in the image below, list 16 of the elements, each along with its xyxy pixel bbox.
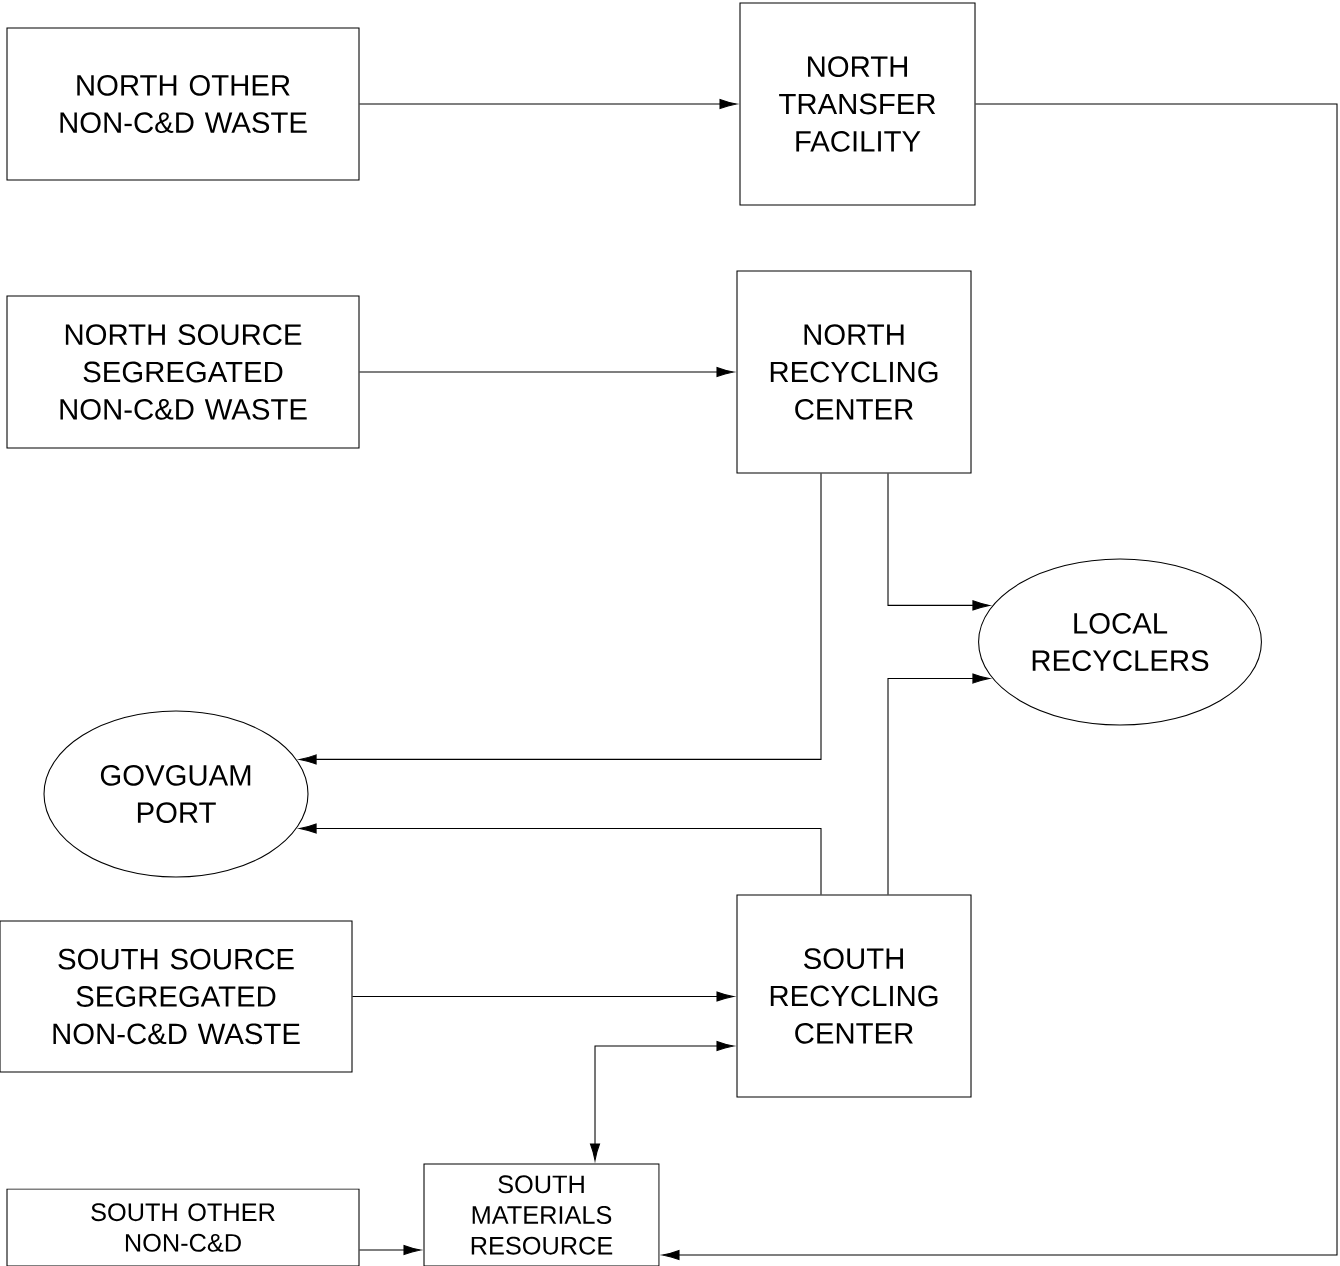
arrow xyxy=(589,1040,734,1161)
ellipse-node: LOCAL RECYCLERS xyxy=(978,558,1262,726)
arrow xyxy=(662,103,1338,1261)
arrow xyxy=(359,98,737,110)
ellipse-node: GOVGUAM PORT xyxy=(43,710,309,878)
arrow xyxy=(359,1244,421,1256)
process-box: NORTH TRANSFER FACILITY xyxy=(739,2,976,206)
process-box: NORTH RECYCLING CENTER xyxy=(736,270,972,474)
process-box: NORTH SOURCE SEGREGATED NON-C&D WASTE xyxy=(6,295,360,449)
process-box: NORTH OTHER NON-C&D WASTE xyxy=(6,27,360,181)
process-box: SOUTH MATERIALS RESOURCE xyxy=(423,1163,660,1266)
process-box: SOUTH SOURCE SEGREGATED NON-C&D WASTE xyxy=(0,920,353,1073)
arrow xyxy=(299,473,822,765)
process-box: SOUTH RECYCLING CENTER xyxy=(736,894,972,1098)
arrow xyxy=(359,366,734,378)
process-box: SOUTH OTHER NON-C&D xyxy=(6,1188,360,1266)
